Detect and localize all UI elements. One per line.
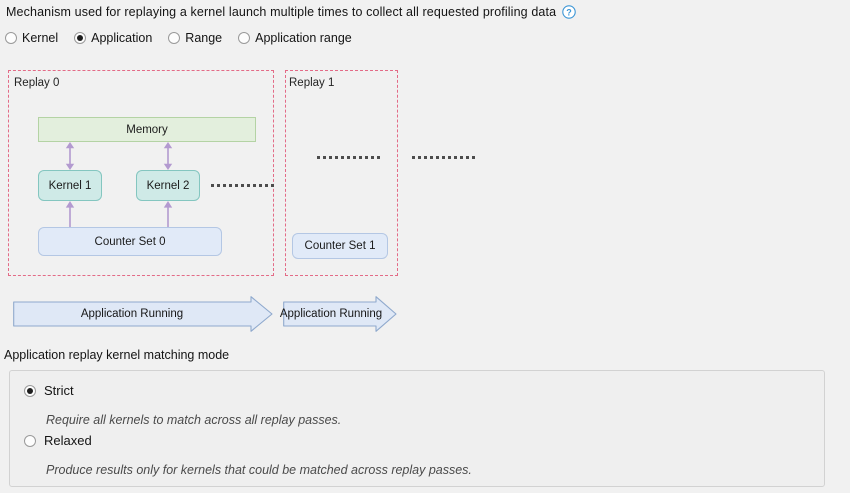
strict-description: Require all kernels to match across all … — [46, 413, 342, 427]
application-running-label-1: Application Running — [279, 308, 383, 320]
radio-mark-application-range[interactable] — [238, 32, 251, 44]
replay-0-container — [8, 70, 274, 276]
kernel-2-node: Kernel 2 — [136, 170, 200, 201]
radio-mark-relaxed[interactable] — [24, 434, 36, 447]
radio-option-kernel[interactable]: Kernel — [5, 31, 58, 45]
replay-1-ellipsis — [317, 156, 380, 159]
radio-label-range: Range — [185, 31, 223, 45]
matching-mode-panel: Strict Require all kernels to match acro… — [9, 370, 825, 487]
radio-mark-range[interactable] — [168, 32, 181, 44]
application-running-banner-1: Application Running — [279, 296, 397, 332]
kernel-1-node: Kernel 1 — [38, 170, 102, 201]
memory-kernel2-arrow — [163, 142, 173, 170]
replay-0-ellipsis — [211, 184, 274, 187]
radio-option-application-range[interactable]: Application range — [238, 31, 352, 45]
memory-node: Memory — [38, 117, 256, 142]
application-running-banner-0: Application Running — [13, 296, 273, 332]
replay-diagram: Replay 0 Memory Kernel 1 Kernel 2 Counte… — [0, 57, 850, 345]
help-circle-icon[interactable]: ? — [562, 5, 576, 19]
radio-label-application: Application — [91, 31, 153, 45]
counter-set-0-node: Counter Set 0 — [38, 227, 222, 256]
radio-option-range[interactable]: Range — [168, 31, 222, 45]
application-running-label-0: Application Running — [80, 308, 184, 320]
replay-mode-radio-group: Kernel Application Range Application ran… — [5, 29, 368, 47]
radio-option-relaxed[interactable]: Relaxed — [24, 433, 92, 448]
radio-mark-kernel[interactable] — [5, 32, 17, 44]
description-row: Mechanism used for replaying a kernel la… — [6, 4, 576, 20]
description-text: Mechanism used for replaying a kernel la… — [6, 5, 557, 19]
radio-option-application[interactable]: Application — [74, 31, 152, 45]
radio-label-strict: Strict — [44, 383, 74, 398]
outer-ellipsis — [412, 156, 475, 159]
svg-text:?: ? — [566, 7, 572, 17]
memory-kernel1-arrow — [65, 142, 75, 170]
radio-label-application-range: Application range — [255, 31, 352, 45]
radio-option-strict[interactable]: Strict — [24, 383, 74, 398]
matching-mode-title: Application replay kernel matching mode — [4, 348, 230, 362]
replay-1-container — [285, 70, 398, 276]
radio-mark-application[interactable] — [74, 32, 87, 44]
radio-label-kernel: Kernel — [22, 31, 59, 45]
relaxed-description: Produce results only for kernels that co… — [46, 463, 472, 477]
counter-kernel2-arrow — [163, 201, 173, 229]
radio-mark-strict[interactable] — [24, 384, 36, 397]
counter-kernel1-arrow — [65, 201, 75, 229]
replay-1-label: Replay 1 — [289, 77, 335, 89]
counter-set-1-node: Counter Set 1 — [292, 233, 388, 259]
replay-0-label: Replay 0 — [14, 77, 60, 89]
radio-label-relaxed: Relaxed — [44, 433, 92, 448]
